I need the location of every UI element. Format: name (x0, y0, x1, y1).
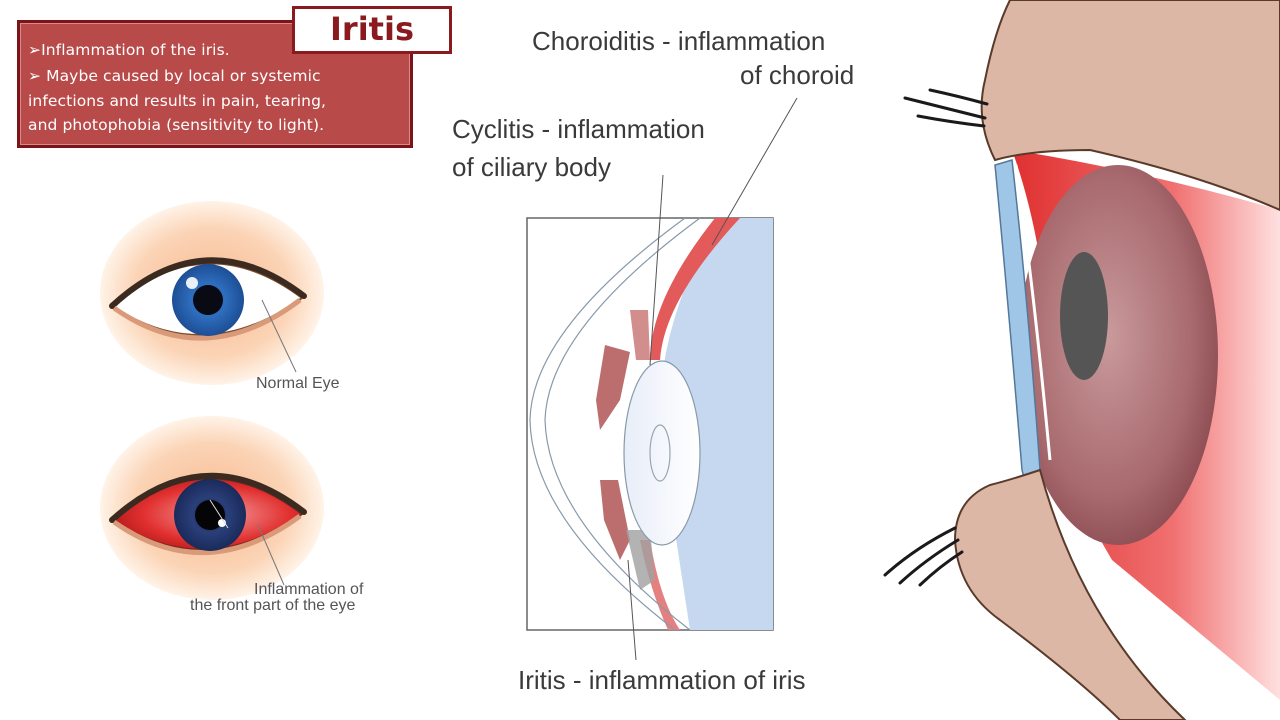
bullet-line-4: and photophobia (sensitivity to light). (28, 116, 325, 134)
bullet-line-2: ➢ Maybe caused by local or systemic (28, 67, 321, 85)
bullet-line-3: infections and results in pain, tearing, (28, 92, 327, 110)
inflamed-eye-label-line1: Inflammation of (254, 581, 364, 598)
cyclitis-label-line1: Cyclitis - inflammation (452, 114, 705, 144)
choroiditis-label-line2: of choroid (740, 60, 855, 90)
choroiditis-label-line1: Choroiditis - inflammation (532, 26, 826, 56)
bullet-line-1: ➢Inflammation of the iris. (28, 41, 230, 59)
normal-eye-illustration (100, 201, 324, 385)
description-box: ➢Inflammation of the iris. ➢ Maybe cause… (17, 20, 413, 148)
inflamed-eye-label-line2: the front part of the eye (190, 597, 356, 614)
eye-cross-section (526, 97, 798, 661)
side-view-eye (883, 0, 1280, 720)
cyclitis-label-line2: of ciliary body (452, 152, 611, 182)
slide-title: Iritis (330, 10, 414, 48)
iritis-label: Iritis - inflammation of iris (518, 665, 806, 695)
title-box: Iritis (292, 6, 452, 54)
normal-eye-label: Normal Eye (256, 375, 340, 392)
inflamed-eye-illustration (100, 416, 324, 600)
